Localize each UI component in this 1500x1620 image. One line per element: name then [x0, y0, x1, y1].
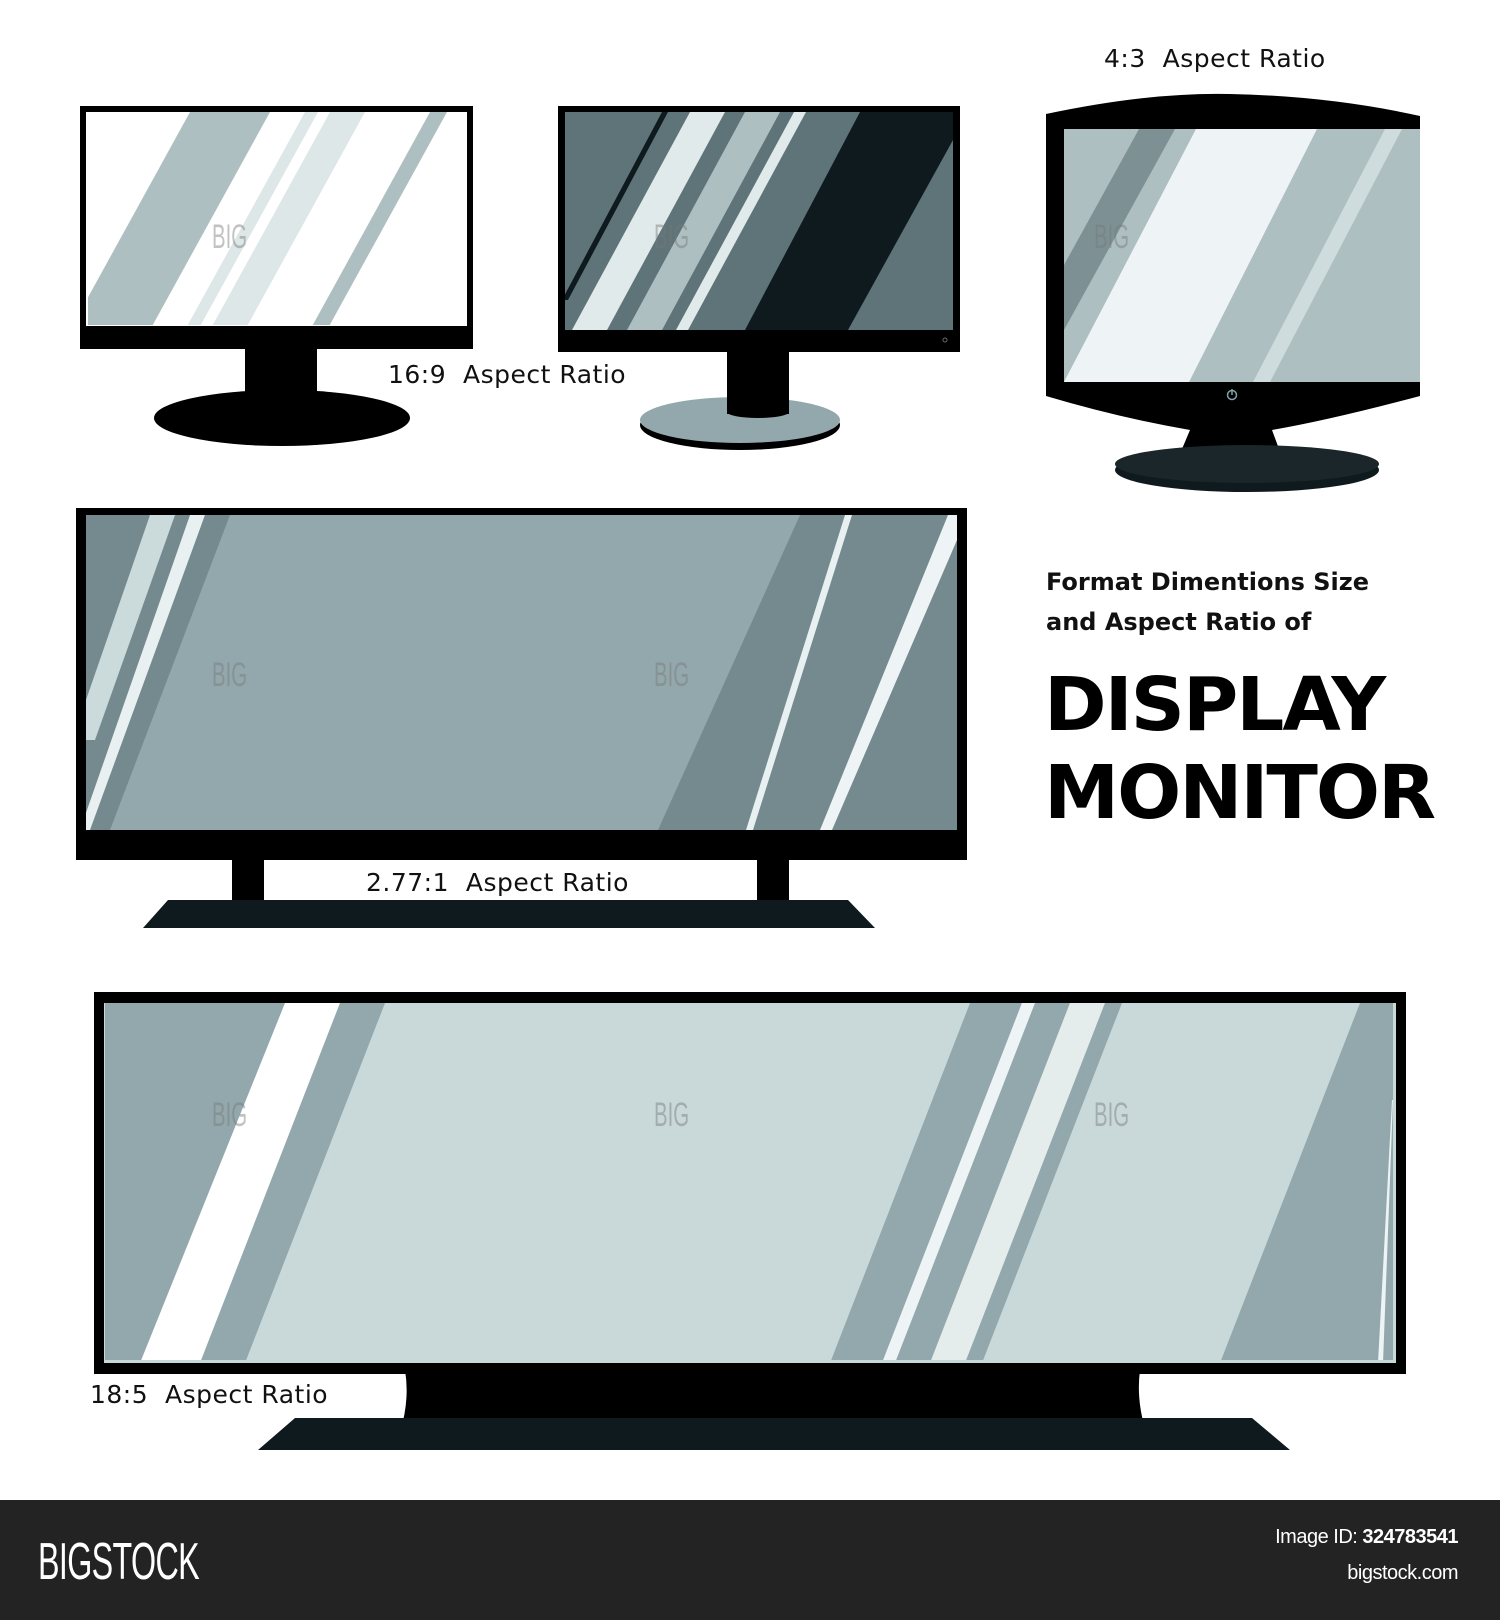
monitor-4-3	[1046, 93, 1420, 492]
title-line-1: Format Dimentions Size	[1046, 568, 1369, 596]
image-id-label: Image ID:	[1275, 1526, 1363, 1548]
watermark-text: BIG	[212, 656, 248, 694]
watermark-text: BIG	[1094, 1096, 1130, 1134]
image-id: Image ID: 324783541	[1275, 1526, 1458, 1549]
monitor-illustrations	[76, 93, 1420, 1450]
title-display: DISPLAY	[1044, 662, 1386, 748]
watermark-text: BIG	[654, 1096, 690, 1134]
monitor-18-5	[94, 992, 1406, 1450]
watermark-text: BIG	[1094, 218, 1130, 256]
label-2-77-1: 2.77:1 Aspect Ratio	[366, 868, 629, 897]
watermark-text: BIG	[212, 1096, 248, 1134]
site-link[interactable]: bigstock.com	[1347, 1562, 1458, 1584]
brand-logo: BIGSTOCK	[38, 1533, 200, 1591]
watermark-text: BIG	[654, 656, 690, 694]
watermark-text: BIG	[212, 218, 248, 256]
title-monitor: MONITOR	[1044, 750, 1436, 836]
monitor-16-9	[80, 106, 473, 446]
label-18-5: 18:5 Aspect Ratio	[90, 1380, 329, 1409]
footer-bar: BIGSTOCK Image ID: 324783541 bigstock.co…	[0, 1500, 1500, 1620]
label-16-9: 16:9 Aspect Ratio	[388, 360, 627, 389]
image-id-value: 324783541	[1362, 1526, 1458, 1548]
title-line-2: and Aspect Ratio of	[1046, 608, 1312, 636]
monitor-16-9-dark	[558, 106, 960, 450]
monitor-2-77-1	[76, 508, 967, 928]
watermark-text: BIG	[654, 218, 690, 256]
label-4-3: 4:3 Aspect Ratio	[1104, 44, 1326, 73]
